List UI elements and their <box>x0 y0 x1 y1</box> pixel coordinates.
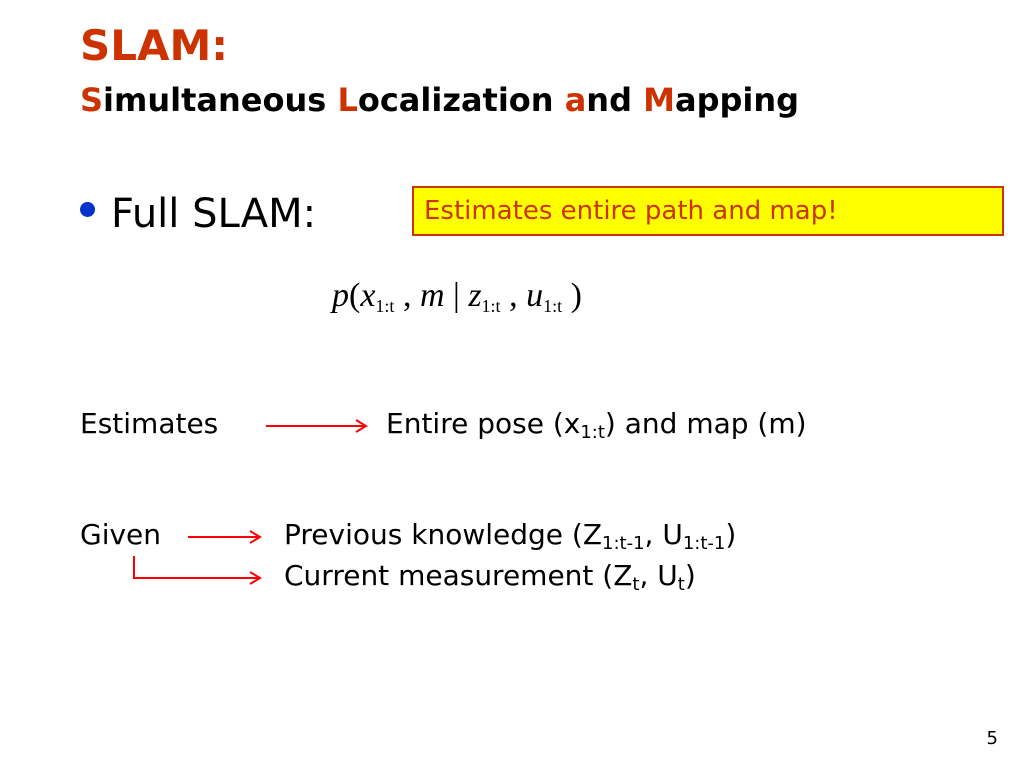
bullet-text: Full SLAM: <box>111 191 317 237</box>
formula-open-paren: ( <box>349 277 361 314</box>
formula-m: m <box>419 277 445 314</box>
formula-z: z <box>468 277 482 314</box>
estimates-target-text: Entire pose (x <box>386 407 581 440</box>
arrow-right-icon <box>266 419 368 433</box>
formula-u: u <box>526 277 544 314</box>
estimates-target-subscript: 1:t <box>580 422 605 443</box>
formula-x-subscript: 1:t <box>375 296 395 316</box>
subtitle-part: nd <box>586 81 644 119</box>
current-measurement-subscript: t <box>632 574 640 595</box>
current-measurement: Current measurement (Zt, Ut) <box>284 558 696 594</box>
subtitle-part: ocalization <box>357 81 565 119</box>
formula-x: x <box>360 277 376 314</box>
previous-knowledge-text: , U <box>644 518 683 551</box>
previous-knowledge-subscript: 1:t-1 <box>682 533 726 554</box>
formula-close-paren: ) <box>562 277 582 314</box>
subtitle-part: a <box>564 81 587 119</box>
previous-knowledge-text: ) <box>725 518 737 551</box>
subtitle-part: S <box>80 81 104 119</box>
current-measurement-subscript: t <box>677 574 685 595</box>
formula-bar: | <box>444 277 469 314</box>
given-label: Given <box>80 518 162 551</box>
estimates-target-text: ) and map (m) <box>604 407 807 440</box>
bullet-item: Full SLAM: <box>80 186 316 242</box>
subtitle-part: apping <box>674 81 800 119</box>
slide-subtitle: Simultaneous Localization and Mapping <box>80 80 799 120</box>
estimates-label: Estimates <box>80 407 219 440</box>
estimates-target: Entire pose (x1:t) and map (m) <box>386 406 807 442</box>
previous-knowledge: Previous knowledge (Z1:t-1, U1:t-1) <box>284 517 736 553</box>
bullet-dot-icon <box>80 201 95 217</box>
formula-z-subscript: 1:t <box>481 296 501 316</box>
formula-u-subscript: 1:t <box>543 296 563 316</box>
formula: p(x1:t , m | z1:t , u1:t ) <box>332 274 582 318</box>
formula-comma: , <box>500 277 527 314</box>
previous-knowledge-subscript: 1:t-1 <box>602 533 645 554</box>
current-measurement-text: Current measurement (Z <box>284 559 633 592</box>
subtitle-part: M <box>643 81 675 119</box>
page-number: 5 <box>986 728 998 749</box>
slide-title: SLAM: <box>80 21 229 70</box>
current-measurement-text: , U <box>639 559 678 592</box>
formula-comma: , <box>394 277 420 314</box>
previous-knowledge-text: Previous knowledge (Z <box>284 518 603 551</box>
subtitle-part: L <box>337 81 358 119</box>
formula-p: p <box>332 277 349 314</box>
subtitle-part: imultaneous <box>103 81 338 119</box>
current-measurement-text: ) <box>684 559 696 592</box>
elbow-arrow-icon <box>133 556 262 585</box>
arrow-right-icon <box>188 530 262 544</box>
callout-text: Estimates entire path and map! <box>424 196 838 226</box>
callout-box: Estimates entire path and map! <box>412 186 1004 236</box>
